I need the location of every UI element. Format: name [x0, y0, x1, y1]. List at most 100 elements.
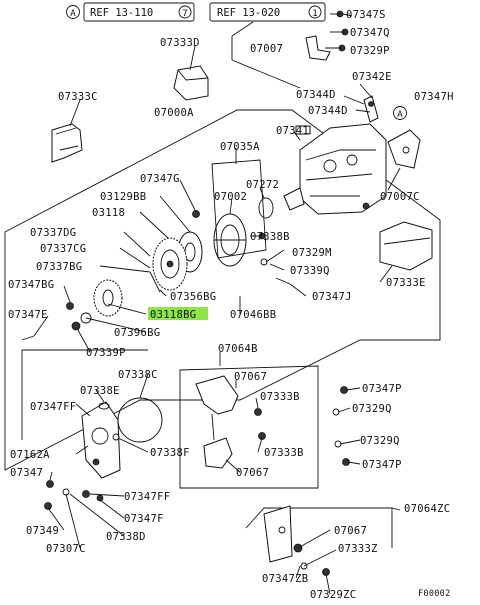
bracket-box-07064zc: [245, 507, 393, 548]
label-07347q[interactable]: 07347Q: [350, 27, 390, 39]
label-07347bg[interactable]: 07347BG: [8, 279, 54, 291]
label-07344d[interactable]: 07344D: [296, 89, 336, 101]
label-07046bb[interactable]: 07046BB: [230, 309, 276, 321]
label-07347h[interactable]: 07347H: [414, 91, 454, 103]
label-07344d-2[interactable]: 07344D: [308, 105, 348, 117]
label-07347s[interactable]: 07347S: [346, 9, 386, 21]
label-07007[interactable]: 07007: [250, 43, 283, 55]
clip-07356bg[interactable]: [149, 271, 161, 293]
label-07333d[interactable]: 07333D: [160, 37, 200, 49]
timing-cover-07162a[interactable]: [81, 401, 121, 479]
ref-a-suffix: 7: [182, 9, 187, 19]
label-07002[interactable]: 07002: [214, 191, 247, 203]
marker-a-icon: [66, 5, 80, 19]
label-07333b-a[interactable]: 07333B: [260, 391, 300, 403]
injection-pump-body[interactable]: [283, 123, 387, 215]
gear-03118bg[interactable]: [93, 279, 123, 317]
lever-07344d[interactable]: [363, 95, 379, 123]
label-07035a[interactable]: 07035A: [220, 141, 260, 153]
marker-a-right-text: A: [397, 110, 403, 120]
nut-07339p[interactable]: [71, 321, 81, 331]
label-07347f[interactable]: 07347F: [124, 513, 164, 525]
label-07338c[interactable]: 07338C: [118, 369, 158, 381]
label-07338b[interactable]: 07338B: [250, 231, 290, 243]
gasket-07272[interactable]: [258, 197, 274, 219]
label-03118bg[interactable]: 03118BG: [150, 309, 196, 321]
label-07272[interactable]: 07272: [246, 179, 279, 191]
bolt-07347g[interactable]: [192, 210, 200, 218]
label-07333e[interactable]: 07333E: [386, 277, 426, 289]
washer-07396bg[interactable]: [80, 312, 92, 324]
cover-07333d[interactable]: [173, 65, 209, 101]
label-07329m[interactable]: 07329M: [292, 247, 332, 259]
cover-07333e[interactable]: [379, 221, 433, 271]
bolt-07347ff2[interactable]: [82, 490, 90, 498]
label-07338e[interactable]: 07338E: [80, 385, 120, 397]
label-07329q[interactable]: 07329Q: [352, 403, 392, 415]
label-07339q[interactable]: 07339Q: [290, 265, 330, 277]
label-03118[interactable]: 03118: [92, 207, 125, 219]
label-07356bg[interactable]: 07356BG: [170, 291, 216, 303]
label-07333c[interactable]: 07333C: [58, 91, 98, 103]
oring-07338e[interactable]: [98, 402, 110, 410]
label-07341[interactable]: 07341: [276, 125, 309, 137]
label-07342e[interactable]: 07342E: [352, 71, 392, 83]
bracket-07064zc[interactable]: [263, 505, 330, 576]
label-07339p[interactable]: 07339P: [86, 347, 126, 359]
ref-13-020[interactable]: REF 13-020 1: [209, 2, 326, 22]
label-07307c[interactable]: 07307C: [46, 543, 86, 555]
leader-lines: [33, 13, 401, 595]
ref-13-110[interactable]: A REF 13-110 7: [66, 2, 195, 22]
label-07347zb[interactable]: 07347ZB: [262, 573, 308, 585]
label-07347p-a[interactable]: 07347P: [362, 383, 402, 395]
label-07007c[interactable]: 07007C: [380, 191, 420, 203]
label-07337dg[interactable]: 07337DG: [30, 227, 76, 239]
label-07338f[interactable]: 07338F: [150, 447, 190, 459]
gasket-07338c[interactable]: [117, 397, 163, 443]
bolt-07347[interactable]: [46, 480, 54, 488]
bracket-07007c[interactable]: [387, 129, 421, 169]
label-07337bg[interactable]: 07337BG: [36, 261, 82, 273]
bracket-07064b[interactable]: [195, 375, 266, 469]
seal-07329m[interactable]: [260, 258, 268, 266]
label-07064zc[interactable]: 07064ZC: [404, 503, 450, 515]
label-07333z[interactable]: 07333Z: [338, 543, 378, 555]
label-07347[interactable]: 07347: [10, 467, 43, 479]
label-07347j[interactable]: 07347J: [312, 291, 352, 303]
label-07338d[interactable]: 07338D: [106, 531, 146, 543]
label-07337cg[interactable]: 07337CG: [40, 243, 86, 255]
bolt-07347bg[interactable]: [66, 302, 74, 310]
label-07162a[interactable]: 07162A: [10, 449, 50, 461]
assembly-outline: [4, 109, 441, 471]
label-07067-a[interactable]: 07067: [234, 371, 267, 383]
label-07067-c[interactable]: 07067: [334, 525, 367, 537]
stud-07347j[interactable]: [275, 277, 291, 285]
oring-07338f[interactable]: [112, 433, 120, 441]
label-07347p-b[interactable]: 07347P: [362, 459, 402, 471]
ref-b-suffix: 1: [312, 9, 317, 19]
label-07347e[interactable]: 07347E: [8, 309, 48, 321]
label-03129bb[interactable]: 03129BB: [100, 191, 146, 203]
label-07333b-b[interactable]: 07333B: [264, 447, 304, 459]
label-07396bg[interactable]: 07396BG: [114, 327, 160, 339]
bracket-box-07064b: [179, 365, 319, 489]
gear-03118[interactable]: [152, 237, 188, 291]
label-07329q-2[interactable]: 07329Q: [360, 435, 400, 447]
bolt-07347e[interactable]: [21, 335, 35, 341]
label-07347ff[interactable]: 07347FF: [30, 401, 76, 413]
ref-a-text: REF 13-110: [90, 7, 153, 19]
housing-07035a[interactable]: [211, 159, 267, 259]
label-07347g[interactable]: 07347G: [140, 173, 180, 185]
label-07064b[interactable]: 07064B: [218, 343, 258, 355]
label-07329p[interactable]: 07329P: [350, 45, 390, 57]
bolt-07349[interactable]: [44, 502, 52, 510]
label-07349[interactable]: 07349: [26, 525, 59, 537]
label-07067-b[interactable]: 07067: [236, 467, 269, 479]
cover-07333c[interactable]: [51, 123, 83, 163]
label-07329zc[interactable]: 07329ZC: [310, 589, 356, 601]
gear-plate-07002[interactable]: [213, 213, 247, 267]
label-07000a[interactable]: 07000A: [154, 107, 194, 119]
label-07347ff-2[interactable]: 07347FF: [124, 491, 170, 503]
